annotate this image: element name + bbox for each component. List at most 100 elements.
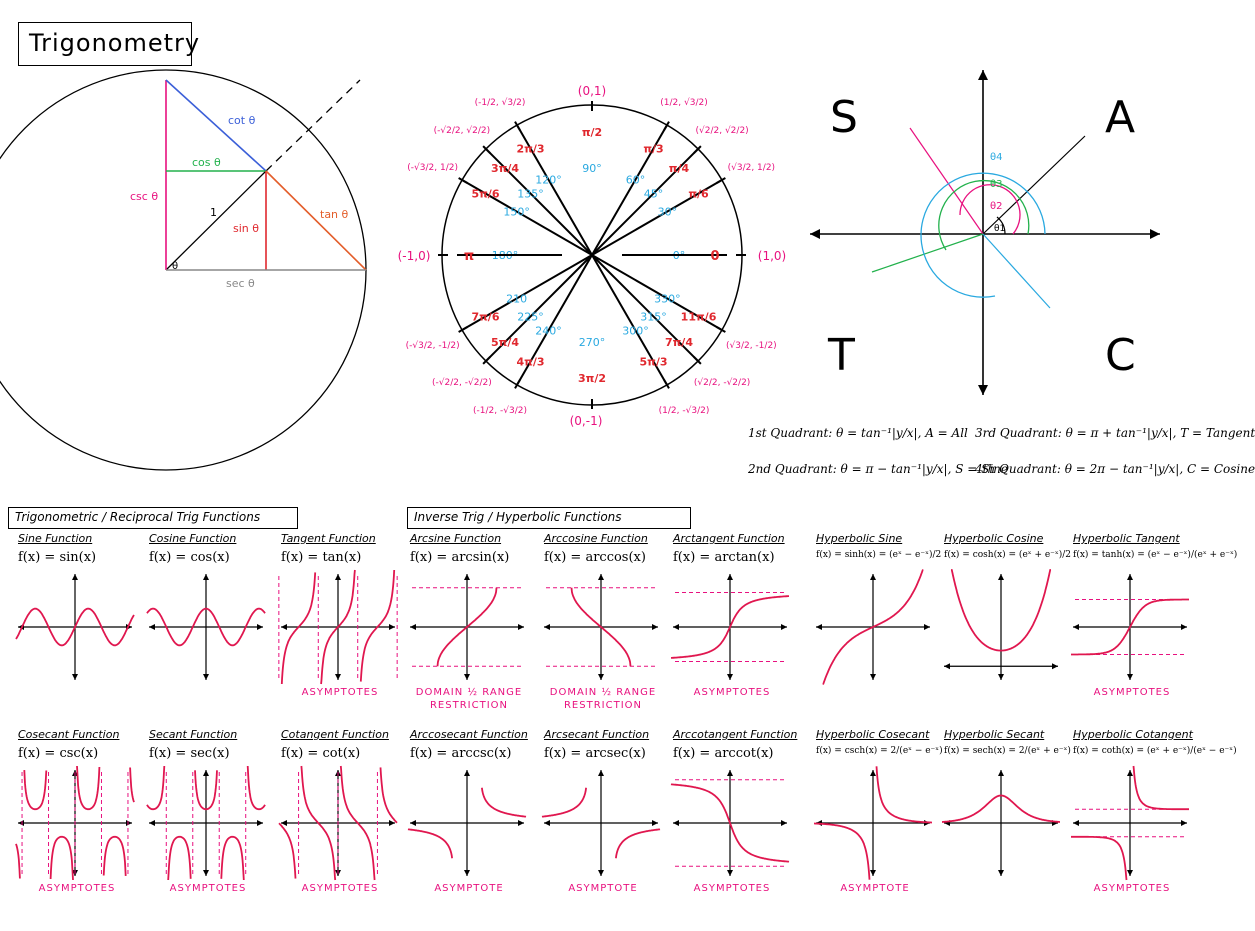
x-arrow bbox=[1052, 663, 1058, 670]
y-arrow bbox=[598, 870, 604, 876]
page-title: Trigonometry bbox=[29, 29, 201, 57]
function-definition: f(x) = tan(x) bbox=[281, 550, 362, 565]
function-curve bbox=[15, 607, 135, 647]
function-definition: f(x) = csch(x) = 2/(eˣ − e⁻ˣ) bbox=[816, 746, 943, 756]
x-arrow bbox=[126, 820, 132, 826]
degree-label: 150° bbox=[503, 206, 529, 219]
y-arrow bbox=[870, 770, 876, 776]
function-note: ASYMPTOTE bbox=[840, 883, 910, 894]
function-title: Hyperbolic Tangent bbox=[1073, 532, 1180, 545]
label-sin: sin θ bbox=[233, 222, 259, 235]
circle-tick bbox=[458, 326, 468, 333]
y-arrow bbox=[598, 674, 604, 680]
function-note: ASYMPTOTE bbox=[434, 883, 504, 894]
y-arrow bbox=[727, 870, 733, 876]
coordinate-label: (1/2, √3/2) bbox=[660, 97, 707, 108]
coordinate-label: (-√3/2, -1/2) bbox=[406, 340, 460, 351]
radian-label: 5π/4 bbox=[491, 336, 519, 349]
x-arrow bbox=[389, 820, 395, 826]
x-arrow bbox=[518, 820, 524, 826]
function-definition: f(x) = sin(x) bbox=[18, 550, 97, 565]
x-arrow bbox=[281, 820, 287, 826]
x-arrow bbox=[673, 624, 679, 630]
function-definition: f(x) = arcsec(x) bbox=[544, 746, 646, 761]
y-arrow bbox=[870, 870, 876, 876]
label-sec: sec θ bbox=[226, 277, 255, 290]
function-title: Arccotangent Function bbox=[673, 728, 798, 741]
radius-line bbox=[461, 254, 593, 331]
x-arrow bbox=[924, 624, 930, 630]
function-title: Hyperbolic Secant bbox=[944, 728, 1045, 741]
function-note: ASYMPTOTES bbox=[38, 883, 116, 894]
radian-label: 3π/4 bbox=[491, 162, 519, 175]
label-theta: θ bbox=[172, 261, 178, 272]
degree-label: 330° bbox=[654, 293, 681, 306]
axis-point-left: (-1,0) bbox=[398, 249, 431, 263]
function-plot bbox=[15, 574, 135, 680]
radian-label-pi: π bbox=[464, 249, 474, 264]
function-note: ASYMPTOTES bbox=[301, 883, 379, 894]
function-definition: f(x) = cos(x) bbox=[149, 550, 230, 565]
y-arrow bbox=[203, 674, 209, 680]
y-arrow bbox=[72, 574, 78, 580]
function-title: Arccosecant Function bbox=[410, 728, 528, 741]
degree-label: 240° bbox=[535, 324, 562, 337]
radian-label: 2π/3 bbox=[516, 142, 544, 155]
coordinate-label: (-1/2, √3/2) bbox=[475, 97, 526, 108]
coordinate-label: (-1/2, -√3/2) bbox=[473, 405, 527, 416]
y-arrow bbox=[72, 674, 78, 680]
function-curve bbox=[670, 783, 790, 863]
function-note: ASYMPTOTES bbox=[693, 687, 771, 698]
function-curve bbox=[407, 787, 527, 859]
x-arrow bbox=[410, 624, 416, 630]
radian-label: π/3 bbox=[643, 142, 663, 155]
coordinate-label: (1/2, -√3/2) bbox=[659, 405, 710, 416]
function-plot bbox=[944, 569, 1058, 680]
circle-tick bbox=[693, 356, 702, 365]
function-title: Cosine Function bbox=[149, 532, 237, 545]
function-title: Arctangent Function bbox=[673, 532, 785, 545]
function-note: ASYMPTOTES bbox=[693, 883, 771, 894]
function-curve bbox=[570, 587, 632, 667]
radian-label: π/4 bbox=[669, 162, 690, 175]
x-arrow bbox=[544, 820, 550, 826]
x-arrow bbox=[257, 624, 263, 630]
function-title: Sine Function bbox=[18, 532, 93, 545]
circle-tick bbox=[693, 145, 702, 154]
quadrant-s: S bbox=[830, 92, 858, 143]
function-card: Sine Function f(x) = sin(x) bbox=[12, 532, 138, 722]
function-note: DOMAIN ½ RANGE RESTRICTION bbox=[415, 687, 523, 711]
x-arrow bbox=[1073, 624, 1079, 630]
degree-label: 210 bbox=[506, 293, 527, 306]
function-curve bbox=[146, 607, 266, 647]
y-arrow bbox=[727, 674, 733, 680]
function-plot bbox=[146, 574, 266, 680]
function-plot bbox=[278, 765, 398, 881]
y-arrow bbox=[203, 770, 209, 776]
function-definition: f(x) = cosh(x) = (eˣ + e⁻ˣ)/2 bbox=[944, 550, 1072, 560]
x-arrow bbox=[410, 820, 416, 826]
function-title: Secant Function bbox=[149, 728, 238, 741]
function-plot bbox=[671, 574, 789, 680]
rule-2nd-quadrant: 2nd Quadrant: θ = π − tan⁻¹|y/x|, S = Si… bbox=[748, 462, 1008, 476]
radius-line bbox=[485, 148, 593, 256]
degree-label: 60° bbox=[626, 174, 646, 187]
function-curve bbox=[1071, 765, 1189, 881]
x-arrow bbox=[18, 820, 24, 826]
radius-line bbox=[485, 254, 593, 362]
x-arrow bbox=[149, 624, 155, 630]
rule-1st-quadrant: 1st Quadrant: θ = tan⁻¹|y/x|, A = All bbox=[748, 426, 968, 440]
function-plot bbox=[544, 574, 658, 680]
function-curve bbox=[814, 766, 932, 880]
y-arrow bbox=[727, 574, 733, 580]
function-plot bbox=[814, 766, 932, 880]
x-arrow bbox=[781, 820, 787, 826]
x-arrow bbox=[652, 624, 658, 630]
